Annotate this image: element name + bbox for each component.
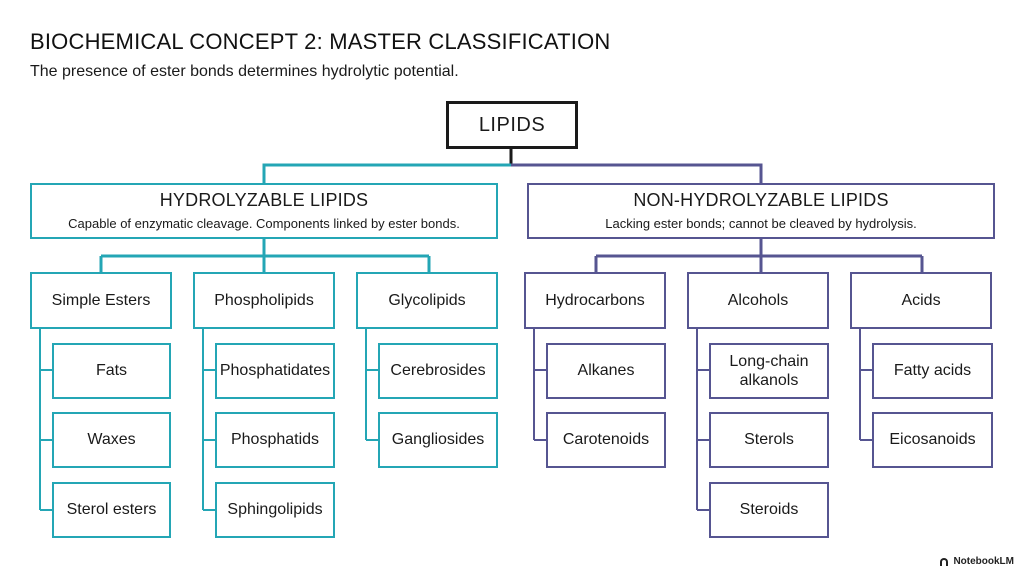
connector-to-hydrolyzable: [262, 163, 511, 183]
category-simple-esters: Simple Esters: [30, 272, 172, 329]
leaf-label: Sphingolipids: [227, 501, 323, 519]
category-label: Simple Esters: [51, 291, 151, 309]
leaf-alkanes: Alkanes: [546, 343, 666, 399]
leaf-cerebrosides: Cerebrosides: [378, 343, 498, 399]
leaf-long-chain-alkanols: Long-chain alkanols: [709, 343, 829, 399]
leaf-phosphatids: Phosphatids: [215, 412, 335, 468]
category-alcohols: Alcohols: [687, 272, 829, 329]
alcohols-leaf-connectors: [696, 328, 709, 511]
leaf-sterols: Sterols: [709, 412, 829, 468]
leaf-steroids: Steroids: [709, 482, 829, 538]
leaf-label: Sterols: [744, 431, 794, 449]
branch-description: Lacking ester bonds; cannot be cleaved b…: [605, 216, 917, 231]
page-subtitle: The presence of ester bonds determines h…: [30, 63, 459, 80]
leaf-label: Cerebrosides: [390, 362, 486, 380]
category-label: Acids: [901, 291, 941, 309]
leaf-sterol-esters: Sterol esters: [52, 482, 171, 538]
leaf-label: Fats: [95, 362, 128, 380]
category-label: Hydrocarbons: [545, 291, 645, 309]
simple-esters-leaf-connectors: [39, 328, 52, 511]
root-node-lipids: LIPIDS: [446, 101, 578, 149]
leaf-waxes: Waxes: [52, 412, 171, 468]
phospholipids-leaf-connectors: [202, 328, 215, 511]
leaf-phosphatidates: Phosphatidates: [215, 343, 335, 399]
branch-title: HYDROLYZABLE LIPIDS: [159, 190, 369, 211]
root-label: LIPIDS: [478, 114, 546, 136]
leaf-gangliosides: Gangliosides: [378, 412, 498, 468]
leaf-label: Long-chain alkanols: [729, 352, 809, 389]
leaf-label: Alkanes: [577, 362, 635, 380]
hydrolyzable-connectors: [99, 238, 431, 272]
page-title: BIOCHEMICAL CONCEPT 2: MASTER CLASSIFICA…: [30, 29, 611, 54]
category-label: Phospholipids: [214, 291, 314, 309]
brand-label: NotebookLM: [953, 556, 1014, 567]
branch-description: Capable of enzymatic cleavage. Component…: [68, 216, 460, 231]
leaf-label: Fatty acids: [893, 362, 972, 380]
leaf-label: Phosphatids: [230, 431, 320, 449]
category-label: Glycolipids: [388, 291, 466, 309]
leaf-label: Sterol esters: [66, 501, 157, 519]
leaf-label: Eicosanoids: [889, 431, 976, 449]
leaf-label: Phosphatidates: [219, 362, 331, 380]
leaf-label: Carotenoids: [562, 431, 650, 449]
leaf-sphingolipids: Sphingolipids: [215, 482, 335, 538]
leaf-label: Steroids: [739, 501, 799, 519]
leaf-fats: Fats: [52, 343, 171, 399]
category-glycolipids: Glycolipids: [356, 272, 498, 329]
connector-to-non-hydrolyzable: [511, 163, 763, 183]
hydrocarbons-leaf-connectors: [533, 328, 546, 441]
leaf-eicosanoids: Eicosanoids: [872, 412, 993, 468]
category-hydrocarbons: Hydrocarbons: [524, 272, 666, 329]
category-phospholipids: Phospholipids: [193, 272, 335, 329]
root-connectors: [262, 148, 763, 183]
leaf-label: Gangliosides: [391, 431, 485, 449]
branch-hydrolyzable: HYDROLYZABLE LIPIDS Capable of enzymatic…: [30, 183, 498, 239]
branch-non-hydrolyzable: NON-HYDROLYZABLE LIPIDS Lacking ester bo…: [527, 183, 995, 239]
branch-title: NON-HYDROLYZABLE LIPIDS: [633, 190, 889, 211]
notebooklm-logo-icon: [940, 558, 950, 566]
non-hydrolyzable-connectors: [594, 238, 924, 272]
category-label: Alcohols: [727, 291, 789, 309]
leaf-fatty-acids: Fatty acids: [872, 343, 993, 399]
glycolipids-leaf-connectors: [365, 328, 378, 441]
brand-watermark: NotebookLM: [940, 556, 1014, 567]
leaf-carotenoids: Carotenoids: [546, 412, 666, 468]
leaf-label: Waxes: [87, 431, 136, 449]
category-acids: Acids: [850, 272, 992, 329]
acids-leaf-connectors: [859, 328, 872, 441]
